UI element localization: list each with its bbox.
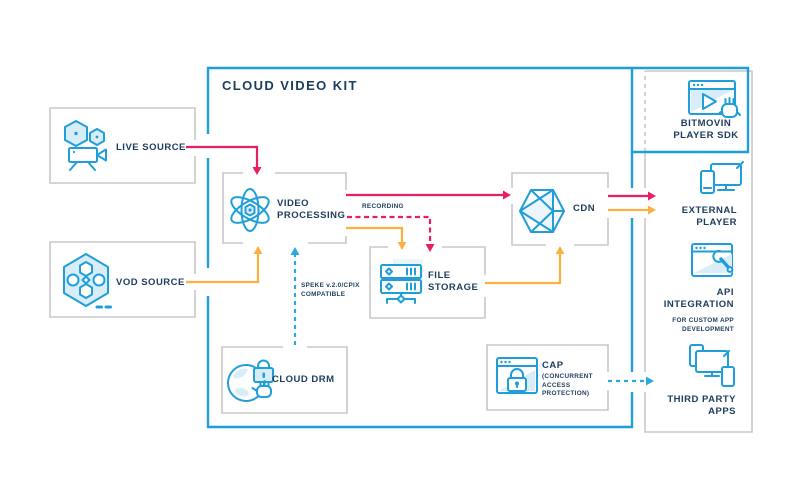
arrowhead — [425, 244, 435, 252]
api-integration-sublabel: FOR CUSTOM APP DEVELOPMENT — [672, 317, 734, 333]
vod-source-label: VOD SOURCE — [116, 277, 185, 288]
external-player-label: EXTERNAL PLAYER — [681, 205, 737, 228]
api-integration-label: API INTEGRATION — [663, 287, 734, 310]
cdn-icosahedron-icon — [519, 189, 565, 233]
arrowhead — [648, 191, 656, 201]
atom-processing-icon — [230, 188, 270, 232]
arrowhead — [646, 376, 654, 386]
third-party-apps-label: THIRD PARTY APPS — [667, 394, 736, 417]
arrow-live-to-processing — [186, 145, 259, 167]
file-storage-servers-icon — [380, 259, 423, 304]
vod-film-reel-icon — [63, 253, 112, 309]
arrow-storage-to-cdn — [485, 254, 562, 285]
cdn-label: CDN — [573, 203, 596, 214]
arrowhead — [503, 190, 511, 200]
arrow-vod-to-processing — [186, 254, 260, 284]
external-player-devices-icon — [700, 161, 744, 194]
arrowhead — [290, 247, 300, 255]
live-source-label: LIVE SOURCE — [116, 142, 186, 153]
cloud-drm-label: CLOUD DRM — [272, 374, 335, 385]
video-camera-icon — [64, 120, 107, 171]
arrowhead — [555, 246, 565, 254]
api-browser-wrench-icon — [691, 243, 734, 277]
arrowhead — [252, 167, 262, 175]
arrow-recording — [347, 215, 432, 244]
cloud-drm-globe-lock-icon — [227, 359, 274, 402]
arrowhead — [253, 246, 263, 254]
video-processing-label: VIDEO PROCESSING — [277, 198, 346, 221]
cap-sublabel: (CONCURRENT ACCESS PROTECTION) — [542, 373, 593, 398]
third-party-devices-icon — [689, 344, 735, 387]
cap-label: CAP — [542, 360, 564, 371]
bitmovin-player-sdk-label: BITMOVIN PLAYER SDK — [673, 118, 739, 141]
file-storage-label: FILE STORAGE — [428, 270, 479, 293]
cloud-video-kit-title: CLOUD VIDEO KIT — [222, 78, 358, 93]
recording-annotation: RECORDING — [362, 203, 404, 210]
arrowhead — [397, 242, 407, 250]
arrow-processing-to-storage — [346, 226, 404, 242]
speke-annotation: SPEKE v.2.0/CPIX COMPATIBLE — [301, 282, 360, 298]
cap-browser-lock-icon — [496, 357, 538, 394]
